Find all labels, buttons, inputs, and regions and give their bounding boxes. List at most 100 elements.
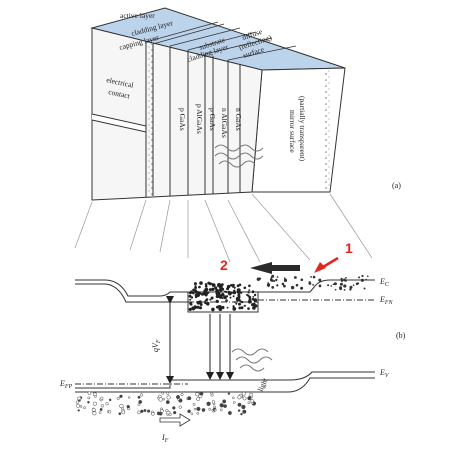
- hole-dot: [92, 401, 97, 406]
- electron-dot: [240, 300, 243, 303]
- hole-dot: [108, 398, 112, 402]
- electron-dot: [218, 288, 223, 292]
- hole-dot: [219, 408, 223, 412]
- label-col-n-algaas: n AlGaAs: [220, 108, 229, 138]
- ec-line-lower: [75, 283, 188, 303]
- electron-dot: [233, 286, 236, 289]
- hole-dot: [118, 412, 122, 416]
- hole-dot: [196, 406, 201, 411]
- hole-dot: [137, 410, 141, 415]
- hole-dot: [140, 393, 144, 397]
- electron-dot: [290, 285, 295, 290]
- electron-cluster: [188, 274, 369, 312]
- hole-dot: [176, 395, 180, 399]
- electron-dot: [194, 291, 197, 294]
- electron-dot: [204, 287, 209, 292]
- electron-dot: [334, 288, 337, 291]
- emission-wave-1: [214, 144, 264, 152]
- electron-dot: [300, 278, 304, 282]
- electron-dot: [204, 283, 208, 286]
- electron-dot: [340, 277, 343, 280]
- hole-dot: [242, 409, 247, 414]
- electron-dot: [294, 276, 297, 279]
- electron-dot: [216, 305, 219, 309]
- electron-dot: [276, 284, 279, 287]
- hole-dot: [187, 409, 191, 414]
- hole-dot: [232, 401, 236, 404]
- electron-dot: [207, 281, 211, 285]
- electron-dot: [229, 284, 233, 287]
- drift-arrow: [250, 262, 300, 274]
- electron-dot: [205, 298, 209, 301]
- label-col-p-algaas-1: p AlGaAs: [195, 104, 204, 134]
- electron-dot: [189, 302, 193, 306]
- label-col-p-gaas: p GaAs: [178, 108, 187, 131]
- electron-dot: [240, 306, 244, 310]
- electron-dot: [192, 288, 196, 292]
- ev-line-lower: [75, 377, 375, 393]
- hole-dot: [251, 402, 254, 405]
- hole-dot: [240, 412, 243, 416]
- electron-dot: [198, 285, 201, 289]
- electron-dot: [221, 305, 225, 310]
- electron-dot: [318, 278, 322, 282]
- electron-dot: [247, 291, 250, 294]
- electron-dot: [194, 293, 198, 297]
- hole-dot: [162, 398, 165, 401]
- electron-dot: [243, 286, 247, 290]
- electron-dot: [194, 295, 198, 299]
- hole-dot: [119, 394, 123, 398]
- hole-dot: [94, 395, 97, 398]
- hole-dot: [137, 395, 141, 399]
- electron-dot: [223, 295, 228, 300]
- electron-dot: [367, 275, 369, 278]
- hole-dot: [206, 401, 211, 406]
- electron-dot: [270, 276, 273, 279]
- electron-dot: [358, 276, 361, 279]
- hole-dot: [223, 404, 227, 408]
- hole-dot: [99, 408, 103, 411]
- electron-dot: [209, 298, 212, 301]
- electron-dot: [190, 296, 194, 299]
- electron-dot: [218, 295, 223, 299]
- hole-dot: [143, 409, 147, 412]
- electron-dot: [219, 305, 222, 308]
- electron-dot: [232, 285, 235, 288]
- hole-dot: [237, 409, 241, 412]
- electron-dot: [226, 306, 229, 309]
- electron-dot: [355, 282, 359, 286]
- light-wave-3: [239, 364, 265, 372]
- hole-dot: [190, 412, 194, 415]
- electron-dot: [199, 303, 203, 306]
- electron-dot: [251, 298, 254, 301]
- hole-dot: [160, 409, 164, 413]
- electron-dot: [340, 279, 344, 282]
- electron-dot: [203, 292, 206, 295]
- electron-dot: [232, 295, 235, 298]
- electron-dot: [206, 291, 210, 294]
- label-efp: EFP: [59, 379, 73, 390]
- electron-dot: [270, 279, 273, 282]
- hole-dot: [166, 395, 171, 400]
- electron-dot: [283, 278, 288, 282]
- hole-dot: [166, 413, 169, 416]
- ec-line-upper: [75, 279, 375, 297]
- hole-dot: [199, 391, 204, 396]
- electron-dot: [308, 282, 312, 285]
- electron-dot: [283, 277, 286, 280]
- electron-dot: [295, 283, 299, 287]
- ev-line-upper: [75, 371, 375, 389]
- electron-dot: [281, 282, 285, 286]
- label-light: light: [256, 376, 270, 393]
- hole-dot: [196, 412, 200, 415]
- hole-dot: [126, 404, 130, 409]
- electron-dot: [361, 274, 364, 278]
- electron-dot: [192, 291, 195, 295]
- electron-dot: [215, 294, 220, 299]
- electron-dot: [198, 306, 203, 310]
- electron-dot: [248, 297, 252, 301]
- electron-dot: [232, 290, 237, 295]
- hole-dot: [210, 393, 214, 397]
